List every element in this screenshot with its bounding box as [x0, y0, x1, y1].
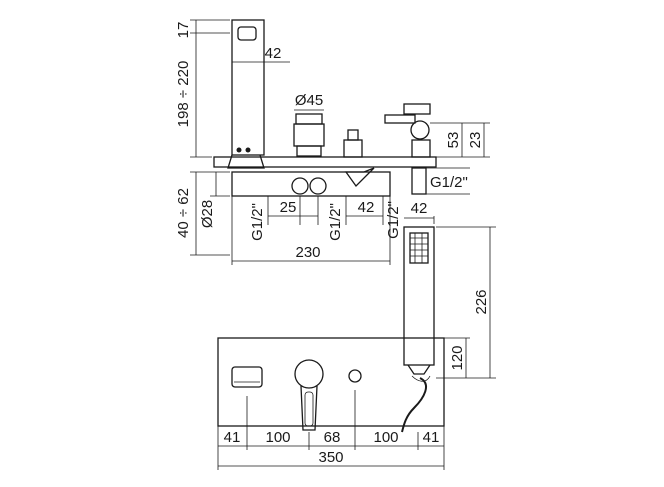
label-diverter-height: 53	[445, 132, 462, 149]
spout-base	[227, 154, 265, 169]
side-elevation	[190, 19, 490, 265]
holder-ring	[410, 120, 430, 140]
handshower-connection	[411, 167, 427, 195]
spout-body	[231, 19, 265, 156]
label-plate-total: 350	[318, 449, 343, 466]
button-valve	[344, 167, 375, 188]
label-pipe-diameter: Ø28	[199, 200, 216, 228]
label-plate-41-right: 41	[423, 429, 440, 446]
label-total-230: 230	[295, 244, 320, 261]
inlet-right	[309, 177, 327, 195]
handshower-body	[403, 226, 435, 366]
concealed-body	[231, 171, 391, 197]
label-thread-handshower: G1/2"	[385, 201, 402, 239]
label-plate-100-right: 100	[373, 429, 398, 446]
label-spacing-25: 25	[280, 199, 297, 216]
holder-top	[403, 103, 431, 115]
label-handshower-width: 42	[411, 200, 428, 217]
handshower	[401, 216, 496, 433]
label-handshower-height: 226	[473, 289, 490, 314]
knob-body	[293, 123, 325, 147]
knob-collar	[296, 145, 322, 157]
label-thread-mid: G1/2"	[327, 203, 344, 241]
inlet-left	[291, 177, 309, 195]
handshower-head	[409, 232, 429, 264]
button-cap	[347, 129, 359, 141]
label-spacing-42: 42	[358, 199, 375, 216]
button-body	[343, 139, 363, 158]
label-diverter-right: 23	[467, 132, 484, 149]
holder-arm	[384, 114, 416, 124]
label-thread-left: G1/2"	[249, 203, 266, 241]
handshower-hose	[401, 377, 428, 433]
label-spout-width: 42	[265, 45, 282, 62]
lever-disc	[294, 359, 324, 389]
handshower-end	[407, 364, 431, 375]
knob-top	[295, 113, 323, 125]
spout-outlet	[237, 26, 257, 41]
spout-face	[231, 366, 263, 388]
holder-body	[411, 139, 431, 158]
label-top-height: 17	[175, 22, 192, 39]
plate-outline	[217, 337, 445, 427]
front-plate	[217, 337, 445, 470]
diverter-button	[348, 369, 362, 383]
label-thread-right: G1/2"	[430, 174, 468, 191]
lever-handle	[300, 385, 318, 431]
label-plate-100-left: 100	[265, 429, 290, 446]
label-plate-41-left: 41	[224, 429, 241, 446]
label-depth-range: 40 ÷ 62	[175, 188, 192, 238]
label-spout-height: 198 ÷ 220	[175, 61, 192, 128]
label-holder-height: 120	[449, 345, 466, 370]
label-plate-68: 68	[324, 429, 341, 446]
label-knob-diameter: Ø45	[295, 92, 323, 109]
dimension-labels: 17 198 ÷ 220 40 ÷ 62 Ø28 42 Ø45 53 23 G1…	[175, 22, 490, 466]
deck-plate	[213, 156, 437, 168]
